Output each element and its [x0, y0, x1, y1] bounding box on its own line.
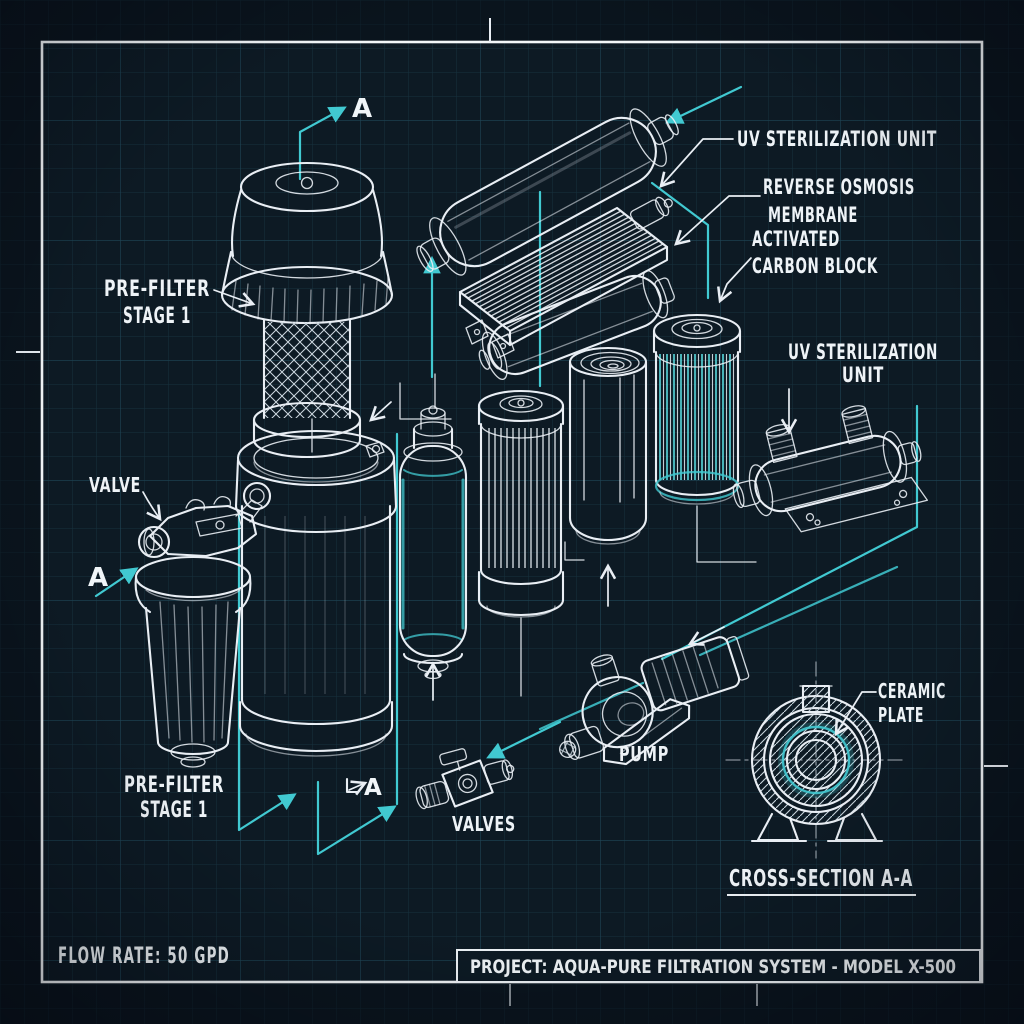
- section-marker-top: A: [352, 94, 372, 124]
- valves-label: VALVES: [452, 812, 516, 836]
- ro-membrane-label-2: MEMBRANE: [768, 203, 858, 227]
- uv-right-label-2: UNIT: [842, 363, 884, 387]
- section-marker-bottom: A: [364, 775, 382, 801]
- project-text: PROJECT: AQUA-PURE FILTRATION SYSTEM - M…: [470, 956, 956, 978]
- pre-filter-top-label-2: STAGE 1: [123, 304, 191, 329]
- section-marker-left: A: [88, 563, 108, 593]
- carbon-label-2: CARBON BLOCK: [752, 254, 878, 278]
- ro-membrane-label-1: REVERSE OSMOSIS: [763, 175, 915, 199]
- top-port: [801, 684, 831, 714]
- pre-filter-bottom-label-1: PRE-FILTER: [124, 773, 224, 798]
- pre-filter-bottom-label-2: STAGE 1: [140, 798, 208, 823]
- uv-right-label-1: UV STERILIZATION: [788, 340, 938, 364]
- carbon-label-1: ACTIVATED: [752, 227, 840, 251]
- cross-section-label: CROSS-SECTION A-A: [729, 866, 913, 892]
- pump-label: PUMP: [619, 742, 669, 766]
- flow-rate-text: FLOW RATE: 50 GPD: [58, 944, 230, 969]
- ceramic-label-1: CERAMIC: [878, 679, 946, 703]
- ceramic-label-2: PLATE: [878, 703, 924, 727]
- uv-top-label: UV STERILIZATION UNIT: [737, 127, 937, 151]
- valve-label: VALVE: [89, 473, 141, 497]
- pre-filter-top-label-1: PRE-FILTER: [104, 277, 210, 302]
